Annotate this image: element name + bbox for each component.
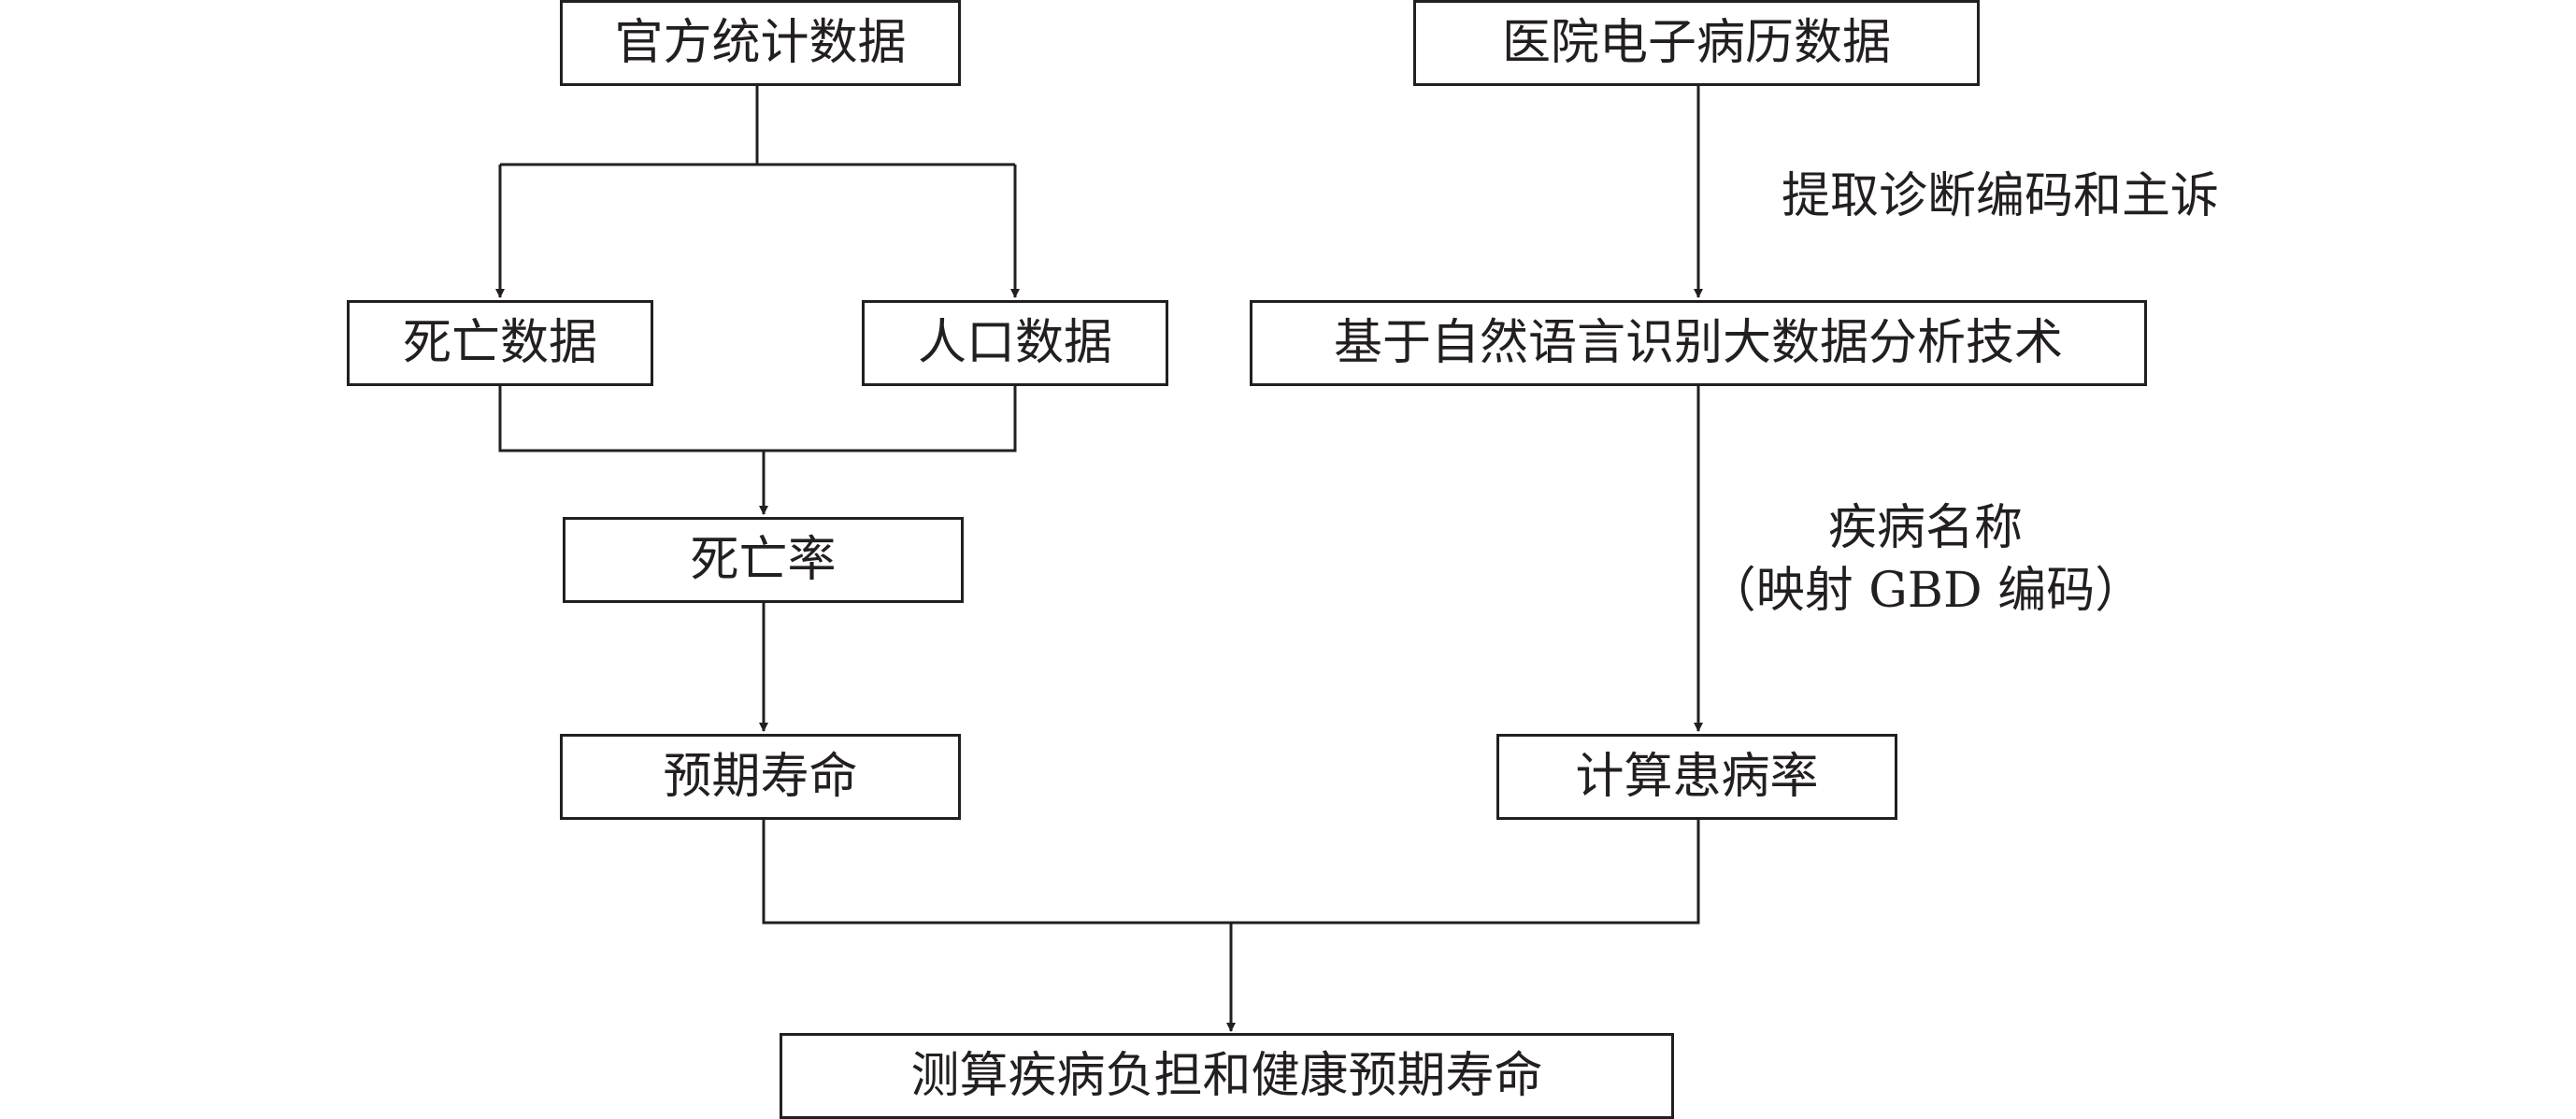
connector-official-split: [500, 84, 1015, 166]
edge-label-gbd-mapping: （映射 GBD 编码）: [1707, 563, 2144, 619]
node-official-stats: 官方统计数据: [560, 0, 961, 86]
edge-label-disease-name: 疾病名称: [1827, 500, 2023, 556]
connector-merge-to-burden: [762, 820, 1700, 1031]
node-population-data: 人口数据: [862, 300, 1168, 386]
node-nlp-bigdata: 基于自然语言识别大数据分析技术: [1250, 300, 2147, 386]
node-hospital-emr: 医院电子病历数据: [1413, 0, 1980, 86]
node-life-expectancy: 预期寿命: [560, 734, 961, 820]
node-mortality-rate: 死亡率: [563, 517, 964, 603]
connector-merge-to-mortality: [498, 386, 1017, 514]
node-prevalence: 计算患病率: [1496, 734, 1897, 820]
node-death-data: 死亡数据: [347, 300, 653, 386]
node-burden-hale: 测算疾病负担和健康预期寿命: [780, 1033, 1674, 1119]
edge-label-extract: 提取诊断编码和主诉: [1781, 168, 2219, 224]
